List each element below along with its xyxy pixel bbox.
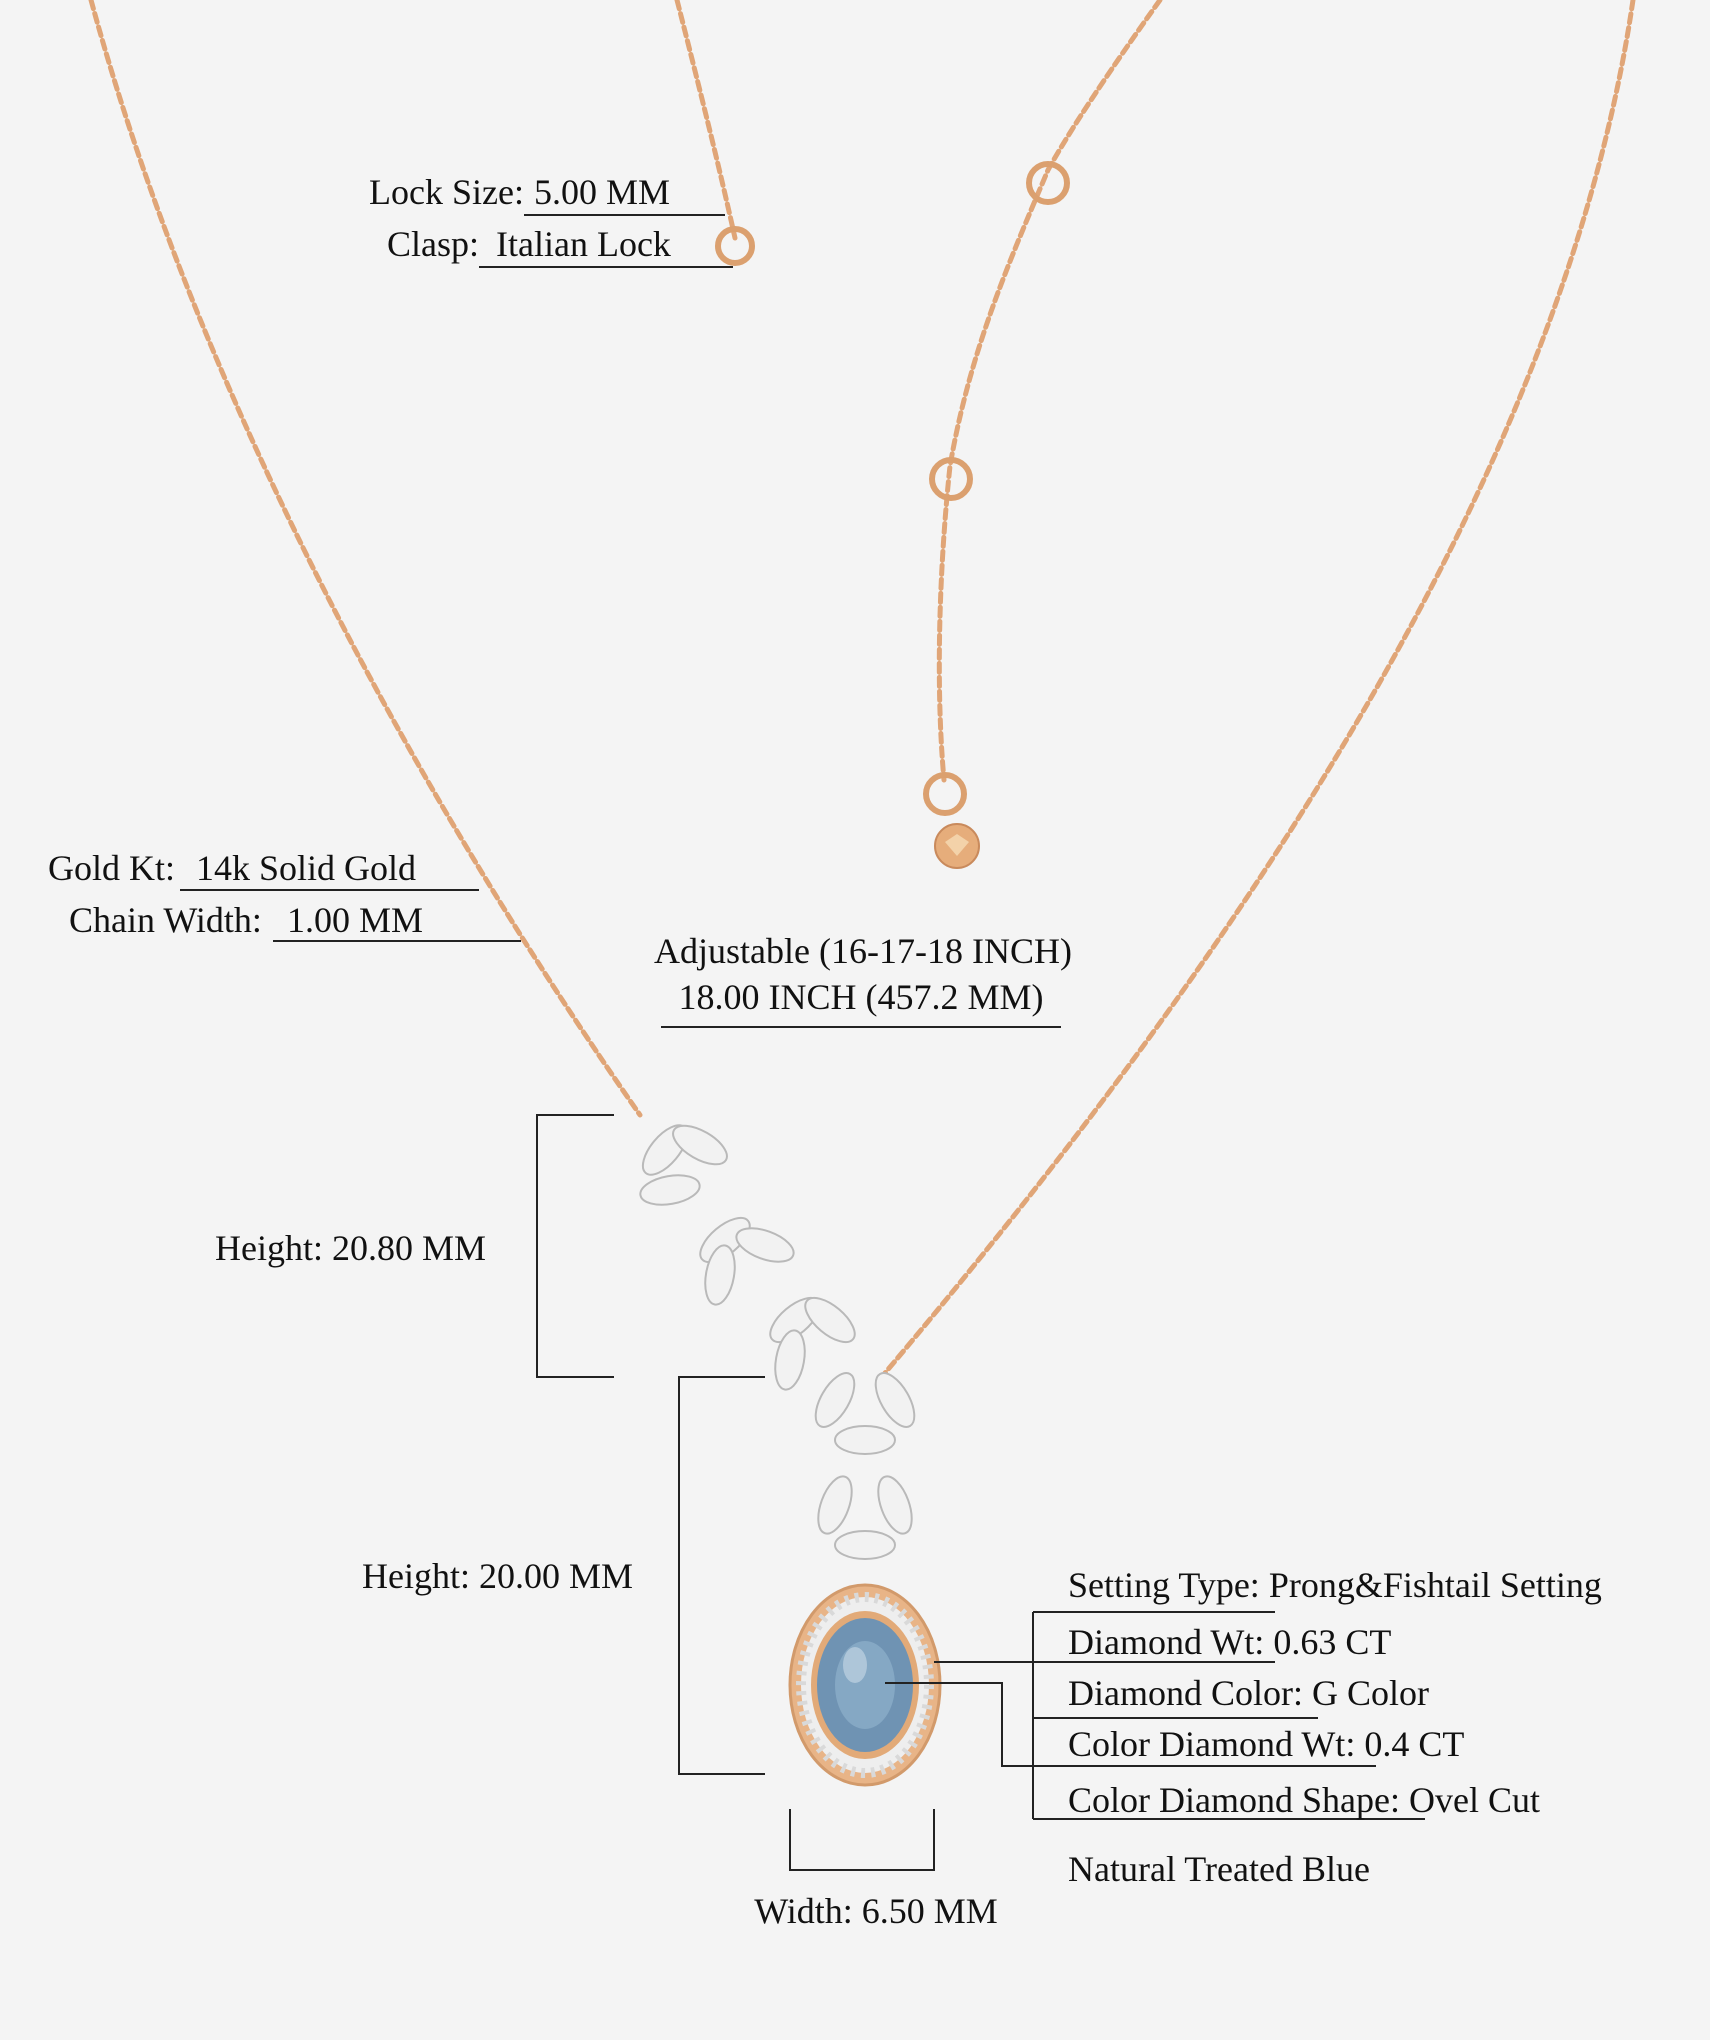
necklace-chain bbox=[88, 0, 1636, 1376]
marquise-leaf-clusters bbox=[639, 1124, 916, 1560]
marquise-diamond bbox=[774, 1329, 806, 1391]
extender-ring bbox=[923, 772, 967, 816]
extender-ring bbox=[929, 457, 973, 501]
width-label: Width: 6.50 MM bbox=[754, 1891, 998, 1931]
pointer-line bbox=[885, 1682, 1376, 1767]
width-bracket bbox=[789, 1809, 935, 1871]
heart-icon bbox=[945, 834, 969, 856]
marquise-diamond bbox=[672, 1124, 728, 1166]
gold-kt-value: 14k Solid Gold bbox=[196, 848, 416, 888]
marquise-diamond bbox=[639, 1174, 701, 1206]
extender-ring bbox=[1026, 161, 1070, 205]
marquise-diamond bbox=[814, 1372, 856, 1428]
height-top-label: Height: 20.80 MM bbox=[215, 1228, 486, 1268]
length-adjustable: Adjustable (16-17-18 INCH) bbox=[654, 931, 1072, 971]
clasp-label: Clasp: bbox=[387, 224, 479, 264]
marquise-diamond bbox=[834, 1530, 896, 1560]
marquise-diamond bbox=[699, 1216, 751, 1264]
clasp-value: Italian Lock bbox=[496, 224, 671, 264]
clasp-ring bbox=[715, 226, 755, 266]
length-value: 18.00 INCH (457.2 MM) bbox=[679, 977, 1044, 1017]
marquise-diamond bbox=[804, 1296, 856, 1344]
marquise-diamond bbox=[834, 1425, 896, 1455]
chain-width-label: Chain Width: bbox=[69, 900, 262, 940]
oval-halo-pendant bbox=[788, 1583, 942, 1787]
diamond-wt-spec: Diamond Wt: 0.63 CT bbox=[1068, 1622, 1391, 1662]
gold-kt-label: Gold Kt: bbox=[48, 848, 175, 888]
color-diamond-wt-spec: Color Diamond Wt: 0.4 CT bbox=[1068, 1724, 1464, 1764]
marquise-diamond bbox=[704, 1244, 736, 1306]
marquise-diamond bbox=[735, 1227, 795, 1263]
marquise-diamond bbox=[817, 1475, 853, 1535]
marquise-diamond bbox=[877, 1475, 913, 1535]
diamond-color-spec: Diamond Color: G Color bbox=[1068, 1673, 1429, 1713]
stone-type-label: Natural Treated Blue bbox=[1068, 1849, 1370, 1889]
lock-size-value: 5.00 MM bbox=[534, 172, 670, 212]
lock-size-label: Lock Size: bbox=[369, 172, 524, 212]
color-diamond-shape-spec: Color Diamond Shape: Ovel Cut bbox=[1068, 1780, 1540, 1820]
height-bottom-label: Height: 20.00 MM bbox=[362, 1556, 633, 1596]
chain-width-value: 1.00 MM bbox=[287, 900, 423, 940]
height-bracket bbox=[536, 1114, 614, 1378]
marquise-diamond bbox=[874, 1372, 916, 1428]
setting-type-spec: Setting Type: Prong&Fishtail Setting bbox=[1068, 1565, 1602, 1605]
height-bracket bbox=[678, 1376, 765, 1775]
